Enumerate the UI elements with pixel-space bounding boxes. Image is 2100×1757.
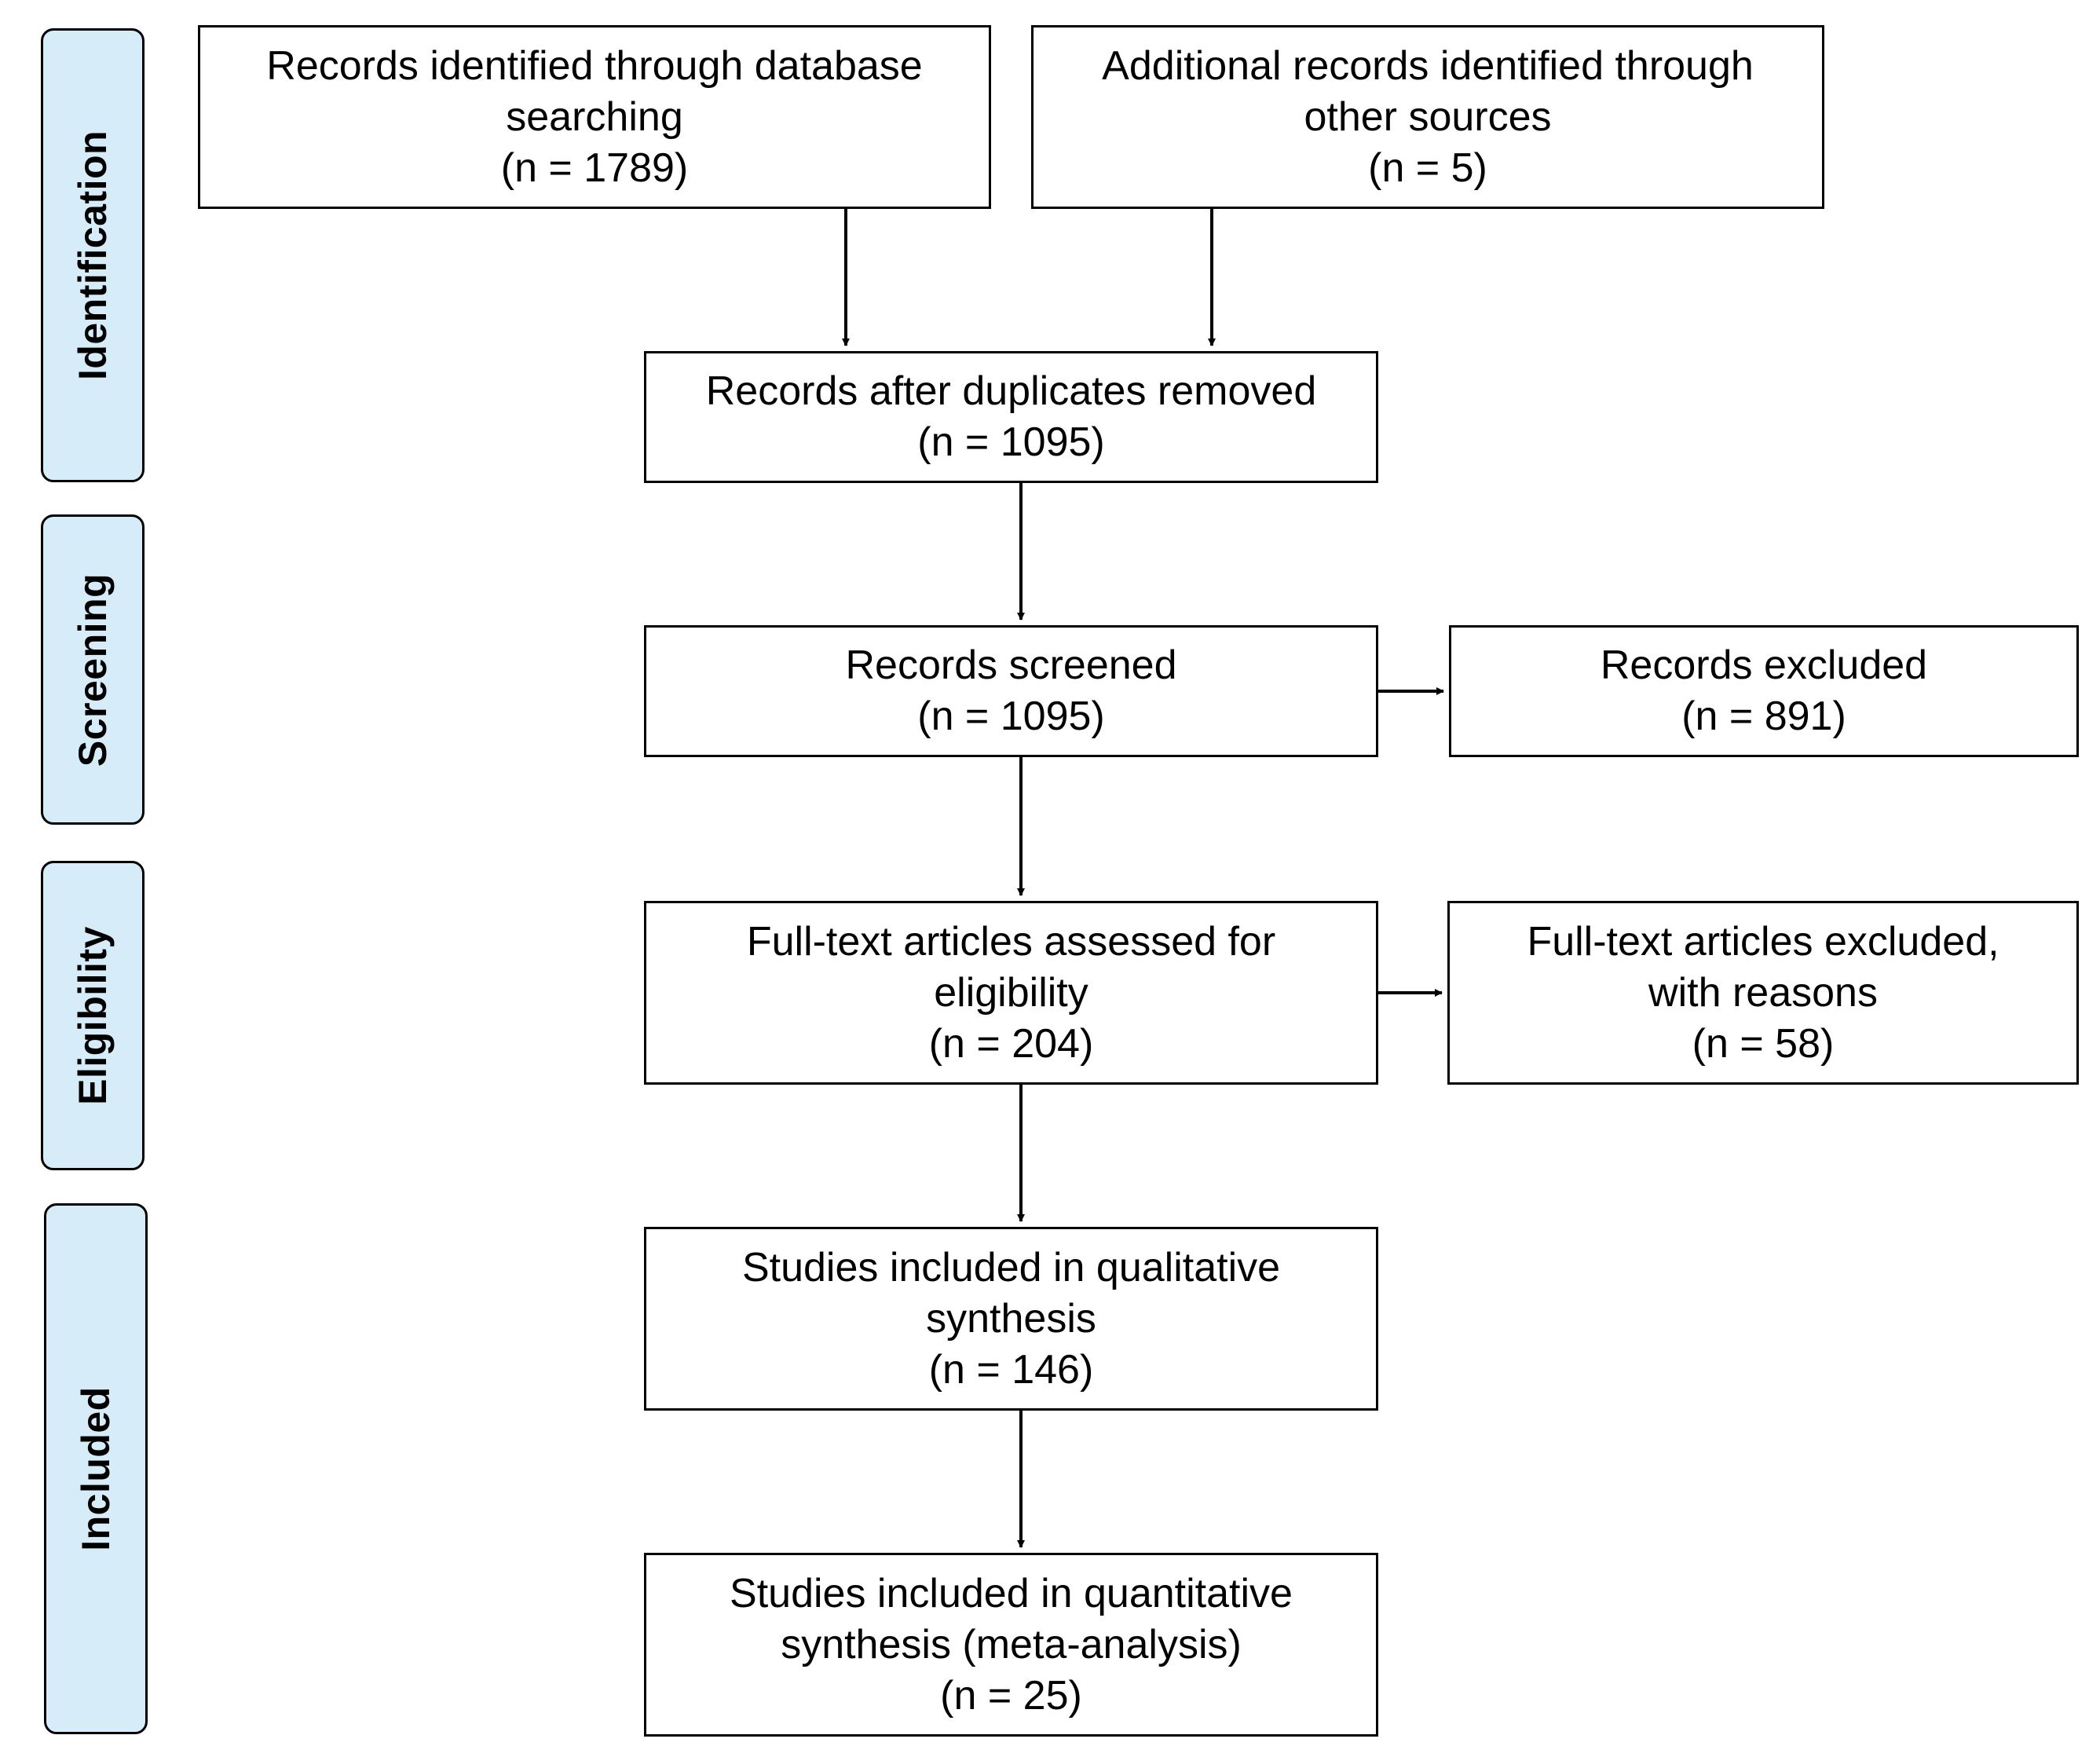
box-other-sources: Additional records identified through ot… [1031,25,1824,209]
box-database-line2: searching [506,93,683,140]
box-duplicates-removed: Records after duplicates removed (n = 10… [644,351,1378,483]
phase-screening: Screening [41,514,145,825]
box-qualitative-count: (n = 146) [928,1346,1094,1393]
box-database-count: (n = 1789) [500,145,689,191]
box-other-sources-count: (n = 5) [1368,145,1487,191]
box-records-screened: Records screened (n = 1095) [644,625,1378,757]
box-duplicates-removed-line1: Records after duplicates removed [705,368,1317,414]
box-fulltext-excluded-count: (n = 58) [1692,1020,1835,1067]
box-records-excluded-count: (n = 891) [1681,694,1846,739]
phase-included: Included [44,1203,148,1734]
box-database-records: Records identified through database sear… [198,25,991,209]
box-records-screened-count: (n = 1095) [917,694,1105,739]
box-fulltext-assessed-count: (n = 204) [928,1020,1094,1067]
box-records-excluded: Records excluded (n = 891) [1449,625,2079,757]
box-fulltext-assessed-line2: eligibility [934,969,1088,1016]
phase-eligibility: Eligibility [41,861,145,1170]
box-fulltext-excluded: Full-text articles excluded, with reason… [1447,901,2079,1085]
box-records-screened-line1: Records screened [845,642,1177,688]
box-fulltext-excluded-line1: Full-text articles excluded, [1527,918,1999,965]
box-quantitative-line1: Studies included in quantitative [730,1570,1293,1616]
box-quantitative-count: (n = 25) [940,1672,1082,1719]
box-other-sources-line2: other sources [1304,93,1552,140]
box-fulltext-assessed-line1: Full-text articles assessed for [746,918,1276,965]
box-qualitative-line2: synthesis [926,1295,1096,1342]
phase-identification: Identification [41,28,145,482]
box-fulltext-assessed: Full-text articles assessed for eligibil… [644,901,1378,1085]
box-duplicates-removed-count: (n = 1095) [917,419,1105,465]
box-qualitative-line1: Studies included in qualitative [741,1244,1281,1290]
box-fulltext-excluded-line2: with reasons [1648,969,1878,1016]
box-other-sources-line1: Additional records identified through [1102,42,1754,89]
box-quantitative-synthesis: Studies included in quantitative synthes… [644,1553,1378,1737]
box-database-line1: Records identified through database [266,42,923,89]
box-records-excluded-line1: Records excluded [1600,642,1928,688]
box-qualitative-synthesis: Studies included in qualitative synthesi… [644,1227,1378,1411]
box-quantitative-line2: synthesis (meta-analysis) [781,1621,1242,1667]
